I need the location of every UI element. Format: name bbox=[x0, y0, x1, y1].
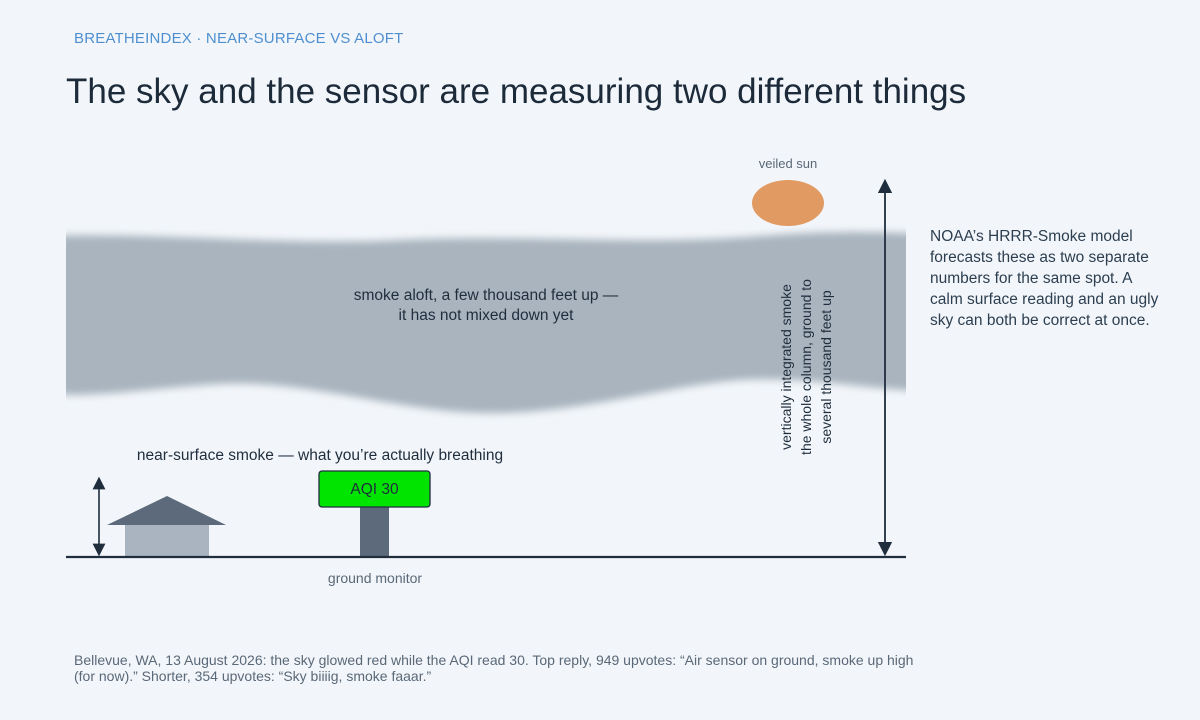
sun-icon bbox=[752, 180, 824, 226]
column-label-line3: several thousand feet up bbox=[818, 290, 834, 444]
monitor-post bbox=[360, 506, 389, 557]
page-title: The sky and the sensor are measuring two… bbox=[66, 72, 967, 111]
aqi-value: AQI 30 bbox=[350, 481, 399, 498]
smoke-aloft-label-line2: it has not mixed down yet bbox=[399, 307, 575, 324]
column-label-line2: the whole column, ground to bbox=[798, 279, 814, 455]
house-icon bbox=[107, 496, 226, 557]
model-note: NOAA’s HRRR-Smoke model forecasts these … bbox=[930, 228, 1159, 329]
smoke-aloft-label-line1: smoke aloft, a few thousand feet up — bbox=[354, 287, 619, 304]
near-surface-label: near-surface smoke — what you’re actuall… bbox=[137, 447, 503, 464]
column-label-line1: vertically integrated smoke bbox=[778, 284, 794, 450]
smoke-aloft-band bbox=[66, 232, 906, 414]
caption: Bellevue, WA, 13 August 2026: the sky gl… bbox=[74, 652, 914, 684]
monitor-label: ground monitor bbox=[328, 570, 423, 586]
kicker: BREATHEINDEX · NEAR-SURFACE VS ALOFT bbox=[74, 30, 404, 47]
column-label: vertically integrated smoke the whole co… bbox=[778, 279, 834, 455]
sun-label: veiled sun bbox=[759, 156, 818, 171]
aqi-sign bbox=[318, 470, 431, 508]
